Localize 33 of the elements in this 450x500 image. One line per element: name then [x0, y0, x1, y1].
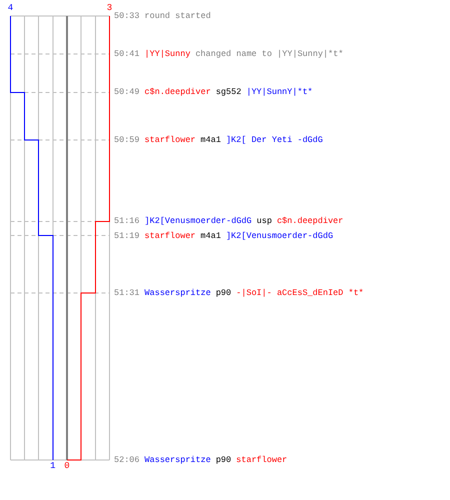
log-text: starflower: [236, 455, 288, 465]
log-text: ]K2[Venusmoerder-dGdG: [144, 216, 252, 226]
time-label: 50:33: [114, 11, 140, 21]
log-text: p90: [216, 455, 232, 465]
log-text: usp: [256, 216, 272, 226]
log-text: m4a1: [200, 135, 221, 146]
count-label: 1: [50, 461, 56, 471]
log-text: |YY|Sunny: [144, 49, 190, 60]
count-label: 3: [106, 3, 112, 13]
log-text: starflower: [144, 230, 196, 241]
time-label: 51:31: [114, 288, 140, 298]
time-label: 51:16: [114, 216, 140, 226]
time-label: 50:49: [114, 87, 140, 98]
count-label: 4: [8, 3, 14, 13]
log-text: ]K2[Venusmoerder-dGdG: [226, 230, 334, 241]
count-label: 0: [64, 461, 70, 471]
time-label: 50:41: [114, 49, 140, 60]
time-label: 52:06: [114, 455, 140, 465]
log-text: p90: [216, 288, 232, 298]
time-label: 51:19: [114, 230, 140, 241]
log-text: starflower: [144, 135, 196, 146]
log-text: |YY|SunnY|*t*: [246, 87, 313, 98]
log-text: sg552: [216, 87, 242, 98]
log-text: c$n.deepdiver: [144, 87, 211, 98]
log-text: Wasserspritze: [144, 455, 211, 465]
log-text: -|SoI|- aCcEsS_dEnIeD *t*: [236, 288, 364, 298]
log-text: c$n.deepdiver: [276, 216, 344, 226]
log-text: changed name to |YY|Sunny|*t*: [195, 49, 344, 60]
log-text: Wasserspritze: [144, 288, 211, 298]
log-text: ]K2[ Der Yeti -dGdG: [226, 135, 323, 146]
log-text: m4a1: [200, 230, 221, 241]
log-text: round started: [144, 11, 211, 21]
time-label: 50:59: [114, 135, 140, 146]
